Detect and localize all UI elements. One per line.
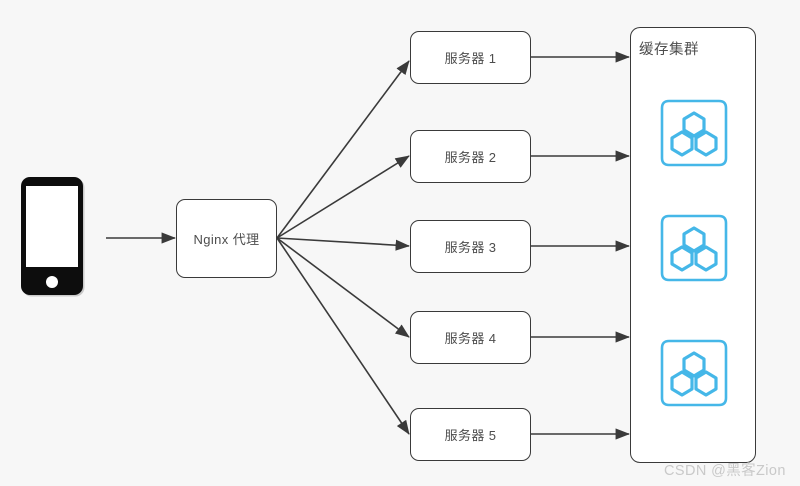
mobile-phone-device: [21, 177, 83, 295]
phone-screen: [26, 186, 78, 267]
node-server-4-label: 服务器 4: [444, 331, 497, 346]
hexagon-cluster-icon: [660, 214, 728, 282]
cache-cluster-container[interactable]: 缓存集群: [630, 27, 756, 463]
proxy-to-server-arrow: [276, 237, 410, 435]
hexagon-cluster-icon: [660, 339, 728, 407]
node-server-1[interactable]: 服务器 1: [410, 31, 531, 84]
node-server-2[interactable]: 服务器 2: [410, 130, 531, 183]
proxy-to-server-arrow: [276, 155, 410, 239]
node-server-4[interactable]: 服务器 4: [410, 311, 531, 364]
proxy-to-server-arrow: [276, 237, 410, 251]
csdn-watermark: CSDN @黑客Zion: [664, 463, 786, 479]
node-server-5[interactable]: 服务器 5: [410, 408, 531, 461]
node-server-3-label: 服务器 3: [444, 240, 497, 255]
node-server-1-label: 服务器 1: [444, 51, 497, 66]
node-server-3[interactable]: 服务器 3: [410, 220, 531, 273]
phone-home-button: [46, 276, 58, 288]
node-server-2-label: 服务器 2: [444, 150, 497, 165]
node-nginx-proxy[interactable]: Nginx 代理: [176, 199, 277, 278]
proxy-to-server-arrow: [276, 60, 410, 239]
node-server-5-label: 服务器 5: [444, 428, 497, 443]
cache-cluster-title: 缓存集群: [639, 42, 699, 58]
hexagon-cluster-icon: [660, 99, 728, 167]
proxy-to-server-arrow: [276, 237, 410, 338]
node-nginx-proxy-label: Nginx 代理: [193, 232, 260, 247]
